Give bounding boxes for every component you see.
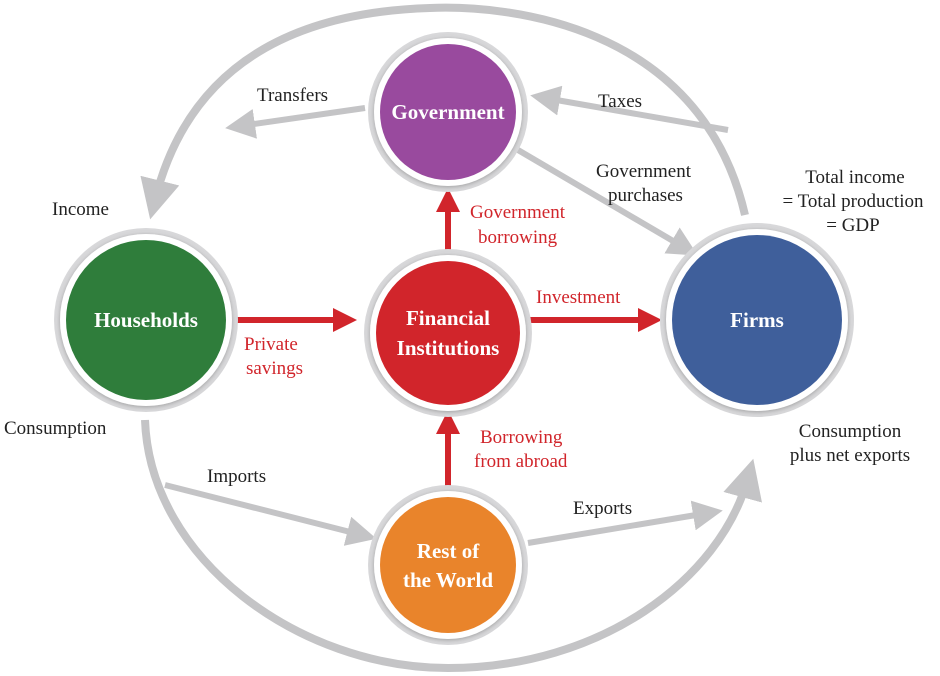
financial-institutions-node: Financial Institutions <box>364 249 532 417</box>
exports-arrow <box>527 500 723 546</box>
firms-node: Firms <box>660 223 854 417</box>
financial-label-line2: Institutions <box>397 336 500 360</box>
imports-label: Imports <box>207 466 266 487</box>
borrowing-abroad-line1: Borrowing <box>480 427 563 448</box>
total-income-line3: = GDP <box>826 215 879 236</box>
income-flow-arc <box>140 3 749 220</box>
world-label-line2: the World <box>403 568 493 592</box>
gov-borrowing-line1: Government <box>470 202 566 223</box>
exports-label: Exports <box>573 498 632 519</box>
transfers-label: Transfers <box>257 85 328 106</box>
households-label: Households <box>94 308 198 332</box>
gov-purchases-line1: Government <box>596 161 692 182</box>
total-income-line2: = Total production <box>783 191 924 212</box>
rest-of-world-node: Rest of the World <box>368 485 528 645</box>
government-purchases-arrow <box>516 147 698 256</box>
private-savings-line2: savings <box>246 358 303 379</box>
borrowing-abroad-line2: from abroad <box>474 451 568 472</box>
private-savings-line1: Private <box>244 334 298 355</box>
government-label: Government <box>391 100 504 124</box>
consumption-net-exports-line1: Consumption <box>799 421 902 442</box>
investment-label: Investment <box>536 287 621 308</box>
consumption-flow-arc <box>141 419 762 673</box>
taxes-label: Taxes <box>598 91 642 112</box>
households-node: Households <box>54 228 238 412</box>
world-label-line1: Rest of <box>417 539 480 563</box>
total-income-line1: Total income <box>805 167 904 188</box>
consumption-label: Consumption <box>4 418 107 439</box>
firms-label: Firms <box>730 308 784 332</box>
taxes-arrow <box>530 85 729 133</box>
government-node: Government <box>368 32 528 192</box>
income-label: Income <box>52 199 109 220</box>
gov-purchases-line2: purchases <box>608 185 683 206</box>
transfers-arrow <box>225 105 366 139</box>
imports-arrow <box>164 482 377 546</box>
consumption-net-exports-line2: plus net exports <box>790 445 910 466</box>
financial-label-line1: Financial <box>406 306 490 330</box>
gov-borrowing-line2: borrowing <box>478 227 558 248</box>
